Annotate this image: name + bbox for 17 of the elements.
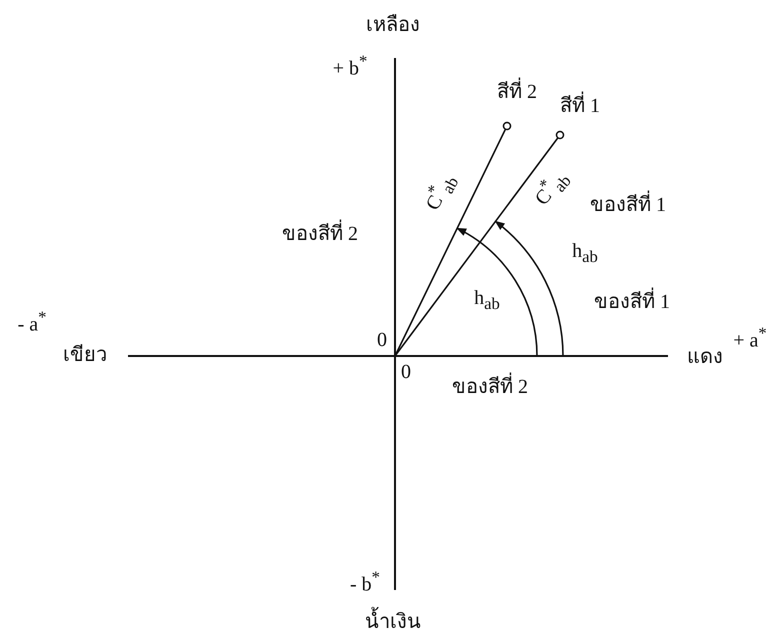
origin-label: 0 xyxy=(401,360,411,384)
angle-label: h$_{ab}$ xyxy=(474,286,500,314)
axis-label: เหลือง xyxy=(366,13,420,37)
axis-label: + a$^{*}$ xyxy=(733,324,767,352)
point-label: สีที่ 2 xyxy=(497,80,537,104)
point-label: สีที่ 1 xyxy=(560,94,600,118)
angle-label: ของสีที่ 1 xyxy=(594,290,670,314)
axis-label: + b$^{*}$ xyxy=(332,52,368,80)
angle-label: h$_{ab}$ xyxy=(572,239,598,267)
axis-label: เขียว xyxy=(63,343,107,367)
axis-label: - a$^{*}$ xyxy=(18,308,46,336)
vector-label: ของสีที่ 2 xyxy=(282,222,358,246)
origin-label: 0 xyxy=(377,328,387,352)
angle-label: ของสีที่ 2 xyxy=(452,375,528,399)
axis-label: - b$^{*}$ xyxy=(350,568,380,596)
axis-label: แดง xyxy=(687,345,723,369)
vector-label: ของสีที่ 1 xyxy=(590,193,666,217)
